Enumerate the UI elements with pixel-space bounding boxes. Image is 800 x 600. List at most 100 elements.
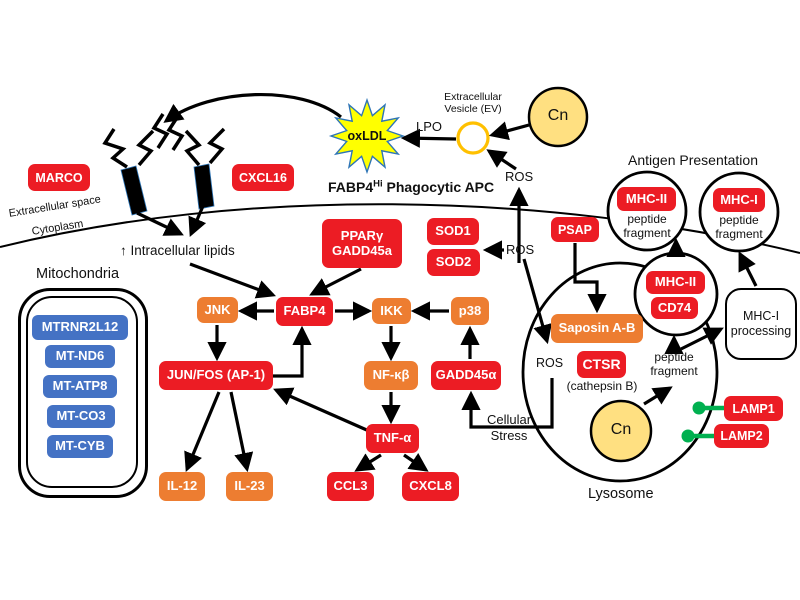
gene-label: MT-ATP8 [52, 378, 108, 394]
cellular-stress-line1: Cellular [486, 412, 532, 427]
ccl3-box: CCL3 [327, 472, 374, 501]
mhc2-peptide-label: peptide fragment [620, 212, 674, 241]
p38-box: p38 [451, 297, 489, 325]
cell-title-sup: Hi [373, 178, 383, 190]
mhc1-processing-line2: processing [730, 324, 792, 338]
lamp1-pin-icon [692, 401, 727, 415]
ros-lysosome-label: ROS [536, 356, 564, 370]
ikk-label: IKK [380, 302, 403, 318]
sod2-label: SOD2 [435, 254, 472, 270]
saposin-box: Saposin A-B [551, 314, 643, 343]
pparg-line: PPARγ [340, 227, 384, 243]
lamp2-pin-icon [681, 429, 717, 443]
cn-lysosome-label: Cn [610, 421, 632, 438]
junfos-label: JUN/FOS (AP-1) [166, 367, 266, 383]
gene-box-mtcyb: MT-CYB [47, 435, 113, 458]
cell-title-pre: FABP4 [328, 179, 374, 195]
nfkb-box: NF-κβ [364, 361, 418, 390]
arrow-peptide-mhc1processing [680, 327, 724, 351]
mhc2-lysosome-label: MHC-II [654, 274, 697, 290]
arrow-tnfa-junfos [273, 387, 370, 433]
saposin-label: Saposin A-B [558, 320, 636, 336]
psap-label: PSAP [557, 222, 593, 237]
peptide-line1: peptide [654, 350, 694, 364]
mhc1-processing-line1: MHC-I [742, 309, 780, 323]
gadd45a-alpha-label: GADD45α [435, 367, 497, 383]
sod2-box: SOD2 [427, 249, 480, 276]
marco-label: MARCO [35, 170, 83, 185]
arrow-oxldl-to-receptors [163, 92, 342, 123]
arrow-junfos-fabp4 [273, 325, 312, 378]
ctsr-label: CTSR [582, 355, 621, 372]
arrow-ros-ev [486, 149, 517, 171]
cn-pathogen-circle-lysosome [589, 399, 653, 463]
arrow-junfos-il23 [229, 391, 254, 473]
cell-title: FABP4Hi Phagocytic APC [328, 179, 494, 195]
gene-label: MTRNR2L12 [41, 319, 119, 335]
cd74-label: CD74 [657, 299, 692, 315]
gadd45a-line: GADD45a [332, 242, 392, 258]
arrow-psap-saposin [573, 243, 607, 314]
gene-label: MT-CYB [55, 438, 105, 454]
cxcl16-box: CXCL16 [232, 164, 294, 191]
gene-box-mtnd6: MT-ND6 [45, 345, 115, 368]
il12-label: IL-12 [166, 478, 198, 494]
pathway-arrows [136, 92, 758, 473]
lamp1-label: LAMP1 [732, 401, 775, 416]
mitochondria-outline [18, 288, 148, 498]
cn-pathogen-circle-top [527, 86, 589, 148]
mhc2-cd74-circle [633, 251, 719, 337]
ros-cytoplasm-label: ROS [506, 242, 535, 257]
ikk-box: IKK [372, 298, 411, 324]
mhc2-surface-box: MHC-II [617, 187, 676, 211]
lpo-label: LPO [416, 119, 443, 134]
mhc1-peptide-line1: peptide [719, 213, 759, 227]
arrow-junfos-il12 [184, 391, 221, 472]
gene-label: MT-ND6 [55, 348, 105, 364]
tnfa-label: TNF-α [373, 430, 412, 446]
cxcl16-label: CXCL16 [239, 170, 287, 185]
lamp2-label: LAMP2 [720, 429, 763, 443]
cn-top-label: Cn [547, 107, 569, 124]
cathepsin-label: (cathepsin B) [566, 379, 638, 393]
il12-box: IL-12 [159, 472, 205, 501]
arrow-tnfa-cxcl8 [403, 453, 429, 472]
arrow-cn-ev [488, 121, 530, 141]
mhc2-peptide-line1: peptide [627, 212, 667, 226]
intracellular-lipids-label: ↑ Intracellular lipids [120, 243, 235, 258]
mhc2-lysosome-box: MHC-II [646, 271, 705, 294]
mitochondria-label: Mitochondria [36, 266, 120, 282]
mhc1-peptide-line2: fragment [715, 226, 763, 241]
sod1-label: SOD1 [435, 223, 471, 239]
gene-box-mtatp8: MT-ATP8 [43, 375, 117, 398]
cellular-stress-label: Cellular Stress [480, 412, 538, 443]
mhc1-surface-label: MHC-I [720, 191, 758, 207]
cxcl8-box: CXCL8 [402, 472, 459, 501]
extracellular-vesicle-icon [456, 121, 490, 155]
cellular-stress-line2: Stress [490, 427, 528, 443]
oxldl-star-icon [328, 97, 406, 175]
jnk-label: JNK [204, 301, 231, 317]
psap-box: PSAP [551, 217, 599, 242]
ctsr-box: CTSR [577, 351, 626, 378]
arrow-receptor2-lipids [188, 205, 207, 237]
peptide-fragment-lysosome-label: peptide fragment [648, 350, 700, 379]
receptor-icon-right [184, 127, 226, 210]
arrow-receptor1-lipids [136, 211, 184, 236]
gene-box-mtrnr2l12: MTRNR2L12 [32, 315, 128, 340]
ev-label-line2: Vesicle (EV) [444, 103, 502, 116]
cell-membrane-line [0, 203, 800, 254]
lipid-zigzag-icon [151, 113, 185, 151]
gene-box-mtco3: MT-CO3 [47, 405, 115, 428]
cell-title-post: Phagocytic APC [382, 179, 495, 195]
fabp4-box: FABP4 [276, 297, 333, 326]
mhc1-processing-box: MHC-I processing [725, 288, 797, 360]
ev-label-line1: Extracellular [444, 91, 502, 103]
lamp2-box: LAMP2 [714, 424, 769, 448]
arrow-pparg-fabp4 [309, 267, 362, 296]
cxcl8-label: CXCL8 [409, 478, 452, 494]
ccl3-label: CCL3 [333, 478, 368, 494]
nfkb-label: NF-κβ [372, 367, 410, 383]
